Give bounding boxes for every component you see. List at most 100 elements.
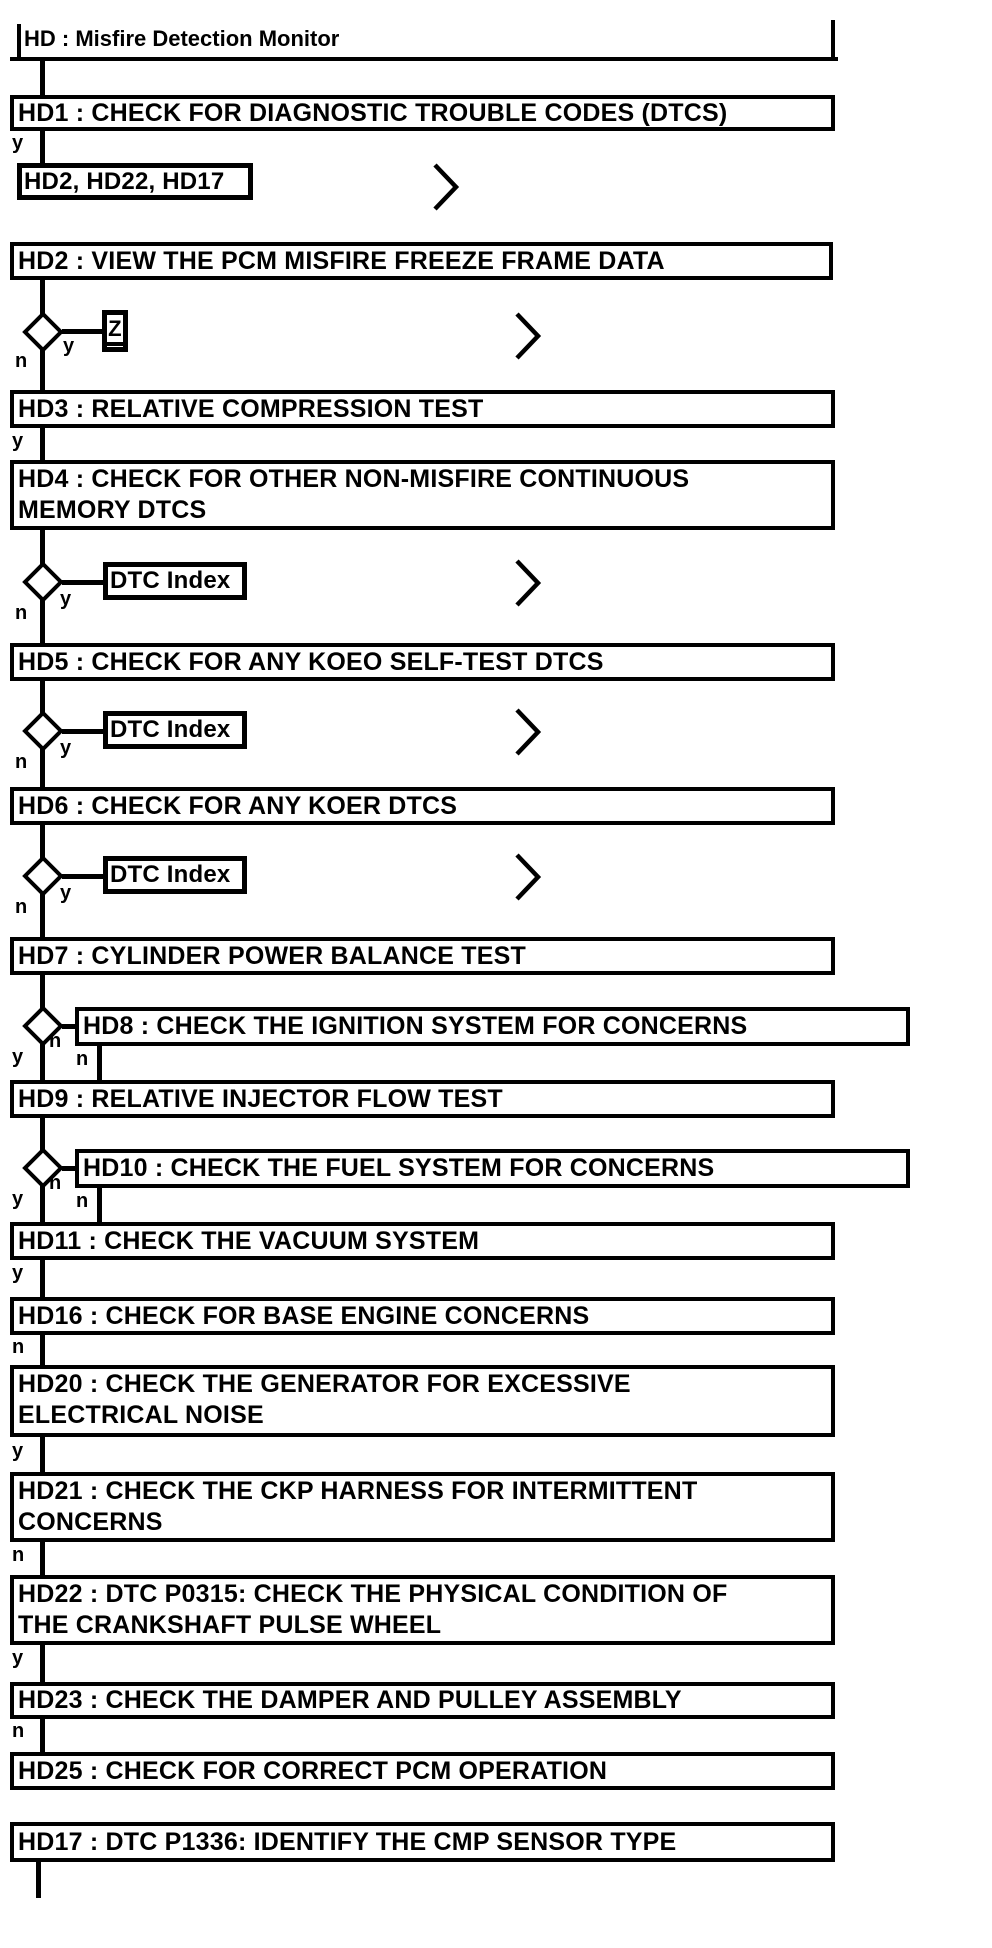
chevron-right-icon[interactable] (429, 162, 461, 212)
step-label: ELECTRICAL NOISE (18, 1401, 264, 1429)
branch-label-yes: y (60, 588, 72, 610)
step-label: HD21 : CHECK THE CKP HARNESS FOR INTERMI… (18, 1477, 698, 1505)
branch-label-yes: y (12, 1188, 24, 1210)
step-label: HD22 : DTC P0315: CHECK THE PHYSICAL CON… (18, 1580, 728, 1608)
dtc-index-box[interactable]: DTC Index (103, 856, 247, 894)
chevron-right-icon[interactable] (511, 707, 543, 757)
step-box-hd1[interactable]: HD1 : CHECK FOR DIAGNOSTIC TROUBLE CODES… (10, 95, 835, 131)
connector-line (40, 1719, 45, 1752)
step-box-hd22[interactable]: HD22 : DTC P0315: CHECK THE PHYSICAL CON… (10, 1575, 835, 1645)
connector-line (36, 1862, 41, 1898)
step-box-hd17[interactable]: HD17 : DTC P1336: IDENTIFY THE CMP SENSO… (10, 1822, 835, 1862)
dtc-index-box[interactable]: DTC Index (103, 562, 247, 600)
branch-label-no: n (12, 1720, 25, 1742)
connector-line (40, 280, 45, 315)
decision-diamond (22, 855, 64, 897)
step-box-hd10[interactable]: HD10 : CHECK THE FUEL SYSTEM FOR CONCERN… (75, 1149, 910, 1188)
decision-diamond (22, 311, 64, 353)
step-label: HD4 : CHECK FOR OTHER NON-MISFIRE CONTIN… (18, 465, 690, 493)
branch-label-yes: y (63, 335, 75, 357)
step-box-hd16[interactable]: HD16 : CHECK FOR BASE ENGINE CONCERNS (10, 1297, 835, 1335)
step-label: THE CRANKSHAFT PULSE WHEEL (18, 1611, 442, 1639)
step-label: MEMORY DTCS (18, 496, 207, 524)
connector-line (62, 580, 103, 585)
connector-line (40, 893, 45, 937)
branch-label-no: n (49, 1030, 62, 1052)
connector-line (40, 681, 45, 715)
page-title: HD : Misfire Detection Monitor (24, 26, 340, 51)
title-left-tick (17, 24, 21, 61)
step-label: HD8 : CHECK THE IGNITION SYSTEM FOR CONC… (83, 1012, 748, 1040)
connector-line (97, 1046, 102, 1080)
connector-line (40, 1437, 45, 1472)
step-label: HD6 : CHECK FOR ANY KOER DTCS (18, 791, 458, 820)
reference-box[interactable]: HD2, HD22, HD17 (17, 163, 253, 200)
branch-label-yes: y (12, 1046, 24, 1068)
title-right-tick (831, 20, 835, 61)
reference-label: HD2, HD22, HD17 (24, 167, 225, 195)
connector-line (62, 729, 103, 734)
step-label: HD25 : CHECK FOR CORRECT PCM OPERATION (18, 1756, 608, 1785)
branch-label-yes: y (60, 882, 72, 904)
connector-line (40, 1260, 45, 1297)
step-label: HD7 : CYLINDER POWER BALANCE TEST (18, 941, 527, 970)
step-box-hd4[interactable]: HD4 : CHECK FOR OTHER NON-MISFIRE CONTIN… (10, 460, 835, 530)
dtc-index-label: DTC Index (110, 567, 231, 594)
chevron-right-icon[interactable] (511, 311, 543, 361)
step-box-hd23[interactable]: HD23 : CHECK THE DAMPER AND PULLEY ASSEM… (10, 1682, 835, 1719)
step-box-hd8[interactable]: HD8 : CHECK THE IGNITION SYSTEM FOR CONC… (75, 1007, 910, 1046)
connector-line (40, 428, 45, 460)
connector-line (40, 975, 45, 1010)
title-underline (10, 57, 838, 61)
step-box-hd6[interactable]: HD6 : CHECK FOR ANY KOER DTCS (10, 787, 835, 825)
step-box-hd25[interactable]: HD25 : CHECK FOR CORRECT PCM OPERATION (10, 1752, 835, 1790)
branch-label-no: n (15, 602, 28, 624)
step-label: HD16 : CHECK FOR BASE ENGINE CONCERNS (18, 1301, 590, 1330)
dtc-index-label: DTC Index (110, 716, 231, 743)
step-box-hd5[interactable]: HD5 : CHECK FOR ANY KOEO SELF-TEST DTCS (10, 643, 835, 681)
step-box-hd2[interactable]: HD2 : VIEW THE PCM MISFIRE FREEZE FRAME … (10, 242, 833, 280)
step-box-hd20[interactable]: HD20 : CHECK THE GENERATOR FOR EXCESSIVE… (10, 1365, 835, 1437)
connector-line (97, 1188, 102, 1222)
step-box-hd11[interactable]: HD11 : CHECK THE VACUUM SYSTEM (10, 1222, 835, 1260)
connector-line (40, 131, 45, 163)
connector-line (62, 874, 103, 879)
decision-diamond (22, 710, 64, 752)
branch-label-no: n (15, 896, 28, 918)
connector-line (40, 1186, 45, 1222)
branch-label-yes: y (12, 1440, 24, 1462)
branch-label-no: n (49, 1172, 62, 1194)
connector-line (40, 1335, 45, 1365)
branch-label-no: n (12, 1544, 25, 1566)
step-label: HD2 : VIEW THE PCM MISFIRE FREEZE FRAME … (18, 246, 665, 275)
connector-line (40, 350, 45, 390)
connector-line (62, 329, 102, 334)
connector-line (40, 825, 45, 860)
branch-label-no: n (15, 350, 28, 372)
step-box-hd21[interactable]: HD21 : CHECK THE CKP HARNESS FOR INTERMI… (10, 1472, 835, 1542)
connector-line (40, 748, 45, 787)
dtc-index-box[interactable]: DTC Index (103, 711, 247, 749)
step-label: HD5 : CHECK FOR ANY KOEO SELF-TEST DTCS (18, 647, 604, 676)
step-label: HD20 : CHECK THE GENERATOR FOR EXCESSIVE (18, 1370, 631, 1398)
connector-line (40, 600, 45, 643)
connector-line (40, 530, 45, 566)
step-label: HD3 : RELATIVE COMPRESSION TEST (18, 394, 484, 423)
connector-line (40, 1645, 45, 1682)
step-box-hd7[interactable]: HD7 : CYLINDER POWER BALANCE TEST (10, 937, 835, 975)
dtc-index-label: DTC Index (110, 861, 231, 888)
step-box-hd9[interactable]: HD9 : RELATIVE INJECTOR FLOW TEST (10, 1080, 835, 1118)
pinpoint-z-box[interactable]: Z (102, 310, 128, 352)
chevron-right-icon[interactable] (511, 852, 543, 902)
branch-label-yes: y (12, 1647, 24, 1669)
chevron-right-icon[interactable] (511, 558, 543, 608)
step-label: HD11 : CHECK THE VACUUM SYSTEM (18, 1226, 480, 1255)
branch-label-no: n (76, 1048, 89, 1070)
decision-diamond (22, 561, 64, 603)
branch-label-no: n (76, 1190, 89, 1212)
connector-line (40, 61, 45, 95)
step-label: HD9 : RELATIVE INJECTOR FLOW TEST (18, 1084, 503, 1113)
connector-line (62, 1166, 76, 1171)
step-box-hd3[interactable]: HD3 : RELATIVE COMPRESSION TEST (10, 390, 835, 428)
